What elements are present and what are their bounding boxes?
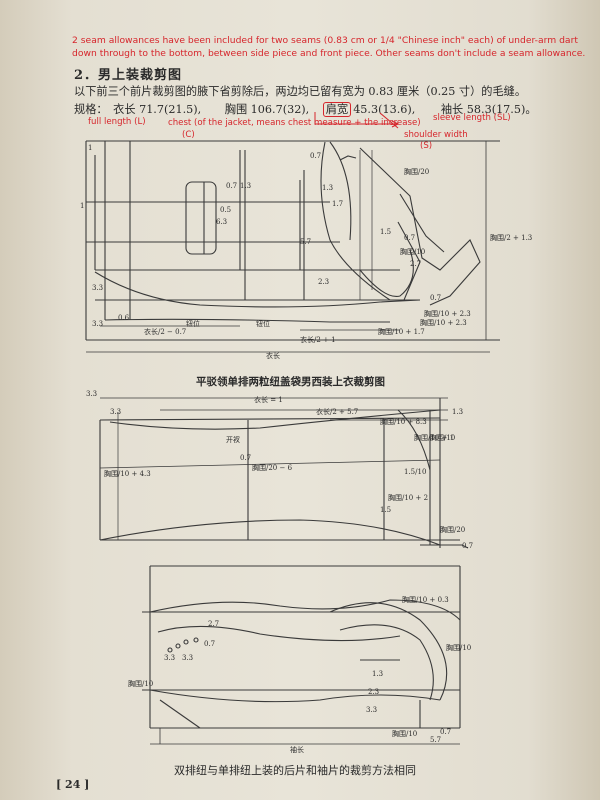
annotation-chest: chest (of the jacket, means chest measur… — [168, 118, 421, 128]
d2-label-12: 胸围/10 + 1 — [414, 433, 454, 442]
d1-label-1: 钮位 — [186, 319, 200, 328]
d1-label-9: 1 — [88, 144, 92, 152]
d1-label-23: 0.7 — [430, 294, 441, 302]
spec-shoulder-label: 肩宽 — [322, 102, 352, 117]
d1-label-5: 胸围/10 + 1.7 — [378, 327, 425, 336]
d3-label-3: 3.3 — [182, 654, 193, 662]
d1-label-8: 1 — [80, 202, 84, 210]
d1-label-26: 6.3 — [216, 218, 227, 226]
d1-label-13: 0.7 — [226, 182, 237, 190]
d2-label-13: 胸围/10 — [430, 433, 455, 442]
d1-label-27: 1.7 — [332, 200, 343, 208]
d2-label-14: 胸围/20 — [440, 525, 465, 534]
d2-label-2: 胸围/10 + 8.3 — [380, 417, 427, 426]
d2-label-9: 胸围/20 − 6 — [252, 463, 293, 472]
d2-label-3: 3.3 — [86, 390, 97, 398]
annotation-chest-short: (C) — [182, 130, 195, 140]
d2-label-5: 开衩 — [226, 435, 240, 444]
d1-label-17: 5.7 — [300, 238, 311, 246]
section-title: 2．男上装裁剪图 — [74, 68, 183, 83]
d1-label-22: 2.7 — [410, 260, 421, 268]
d1-label-14: 1.3 — [240, 182, 251, 190]
d1-label-7: 胸围/10 + 2.3 — [424, 309, 471, 318]
d1-label-24: 胸围/2 + 1.3 — [490, 233, 532, 242]
d1-label-6: 胸围/10 + 2.3 — [420, 318, 467, 327]
d2-label-10: 胸围/10 + 2 — [388, 493, 428, 502]
d2-label-11: 1.5/10 — [404, 468, 426, 476]
d1-label-25: 1.5 — [380, 228, 391, 236]
annotation-full-length: full length (L) — [88, 117, 146, 127]
d3-label-4: 胸围/10 — [128, 679, 153, 688]
d2-label-15: 0.7 — [462, 542, 473, 550]
d3-label-12: 0.7 — [440, 728, 451, 736]
d1-label-21: 0.7 — [404, 234, 415, 242]
d2-label-0: 衣长 = 1 — [254, 395, 283, 404]
d1-label-16: 2.3 — [318, 278, 329, 286]
d3-label-1: 2.7 — [208, 620, 219, 628]
spec-label: 规格： — [74, 103, 108, 116]
d1-label-20: 胸围/10 — [400, 247, 425, 256]
d1-label-3: 衣长/2 + 1 — [300, 335, 336, 344]
d1-label-11: 3.3 — [92, 284, 103, 292]
spec-length: 衣长 71.7(21.5), — [113, 103, 202, 116]
annotation-shoulder-width: shoulder width — [404, 130, 468, 140]
d3-label-10: 胸围/10 — [392, 729, 417, 738]
d3-label-7: 2.3 — [368, 688, 379, 696]
d1-label-12: 3.3 — [92, 320, 103, 328]
d2-label-1: 衣长/2 + 5.7 — [316, 407, 358, 416]
d1-label-2: 钮位 — [256, 319, 270, 328]
d1-label-10: 0.6 — [118, 314, 130, 322]
d3-label-6: 1.3 — [372, 670, 383, 678]
d3-label-0: 胸围/10 + 0.3 — [402, 595, 449, 604]
diagram1-caption: 平驳领单排两粒纽盖袋男西装上衣裁剪图 — [196, 376, 385, 388]
d2-label-8: 胸围/10 + 4.3 — [104, 469, 151, 478]
d3-label-13: 胸围/10 — [446, 643, 471, 652]
d2-label-6: 0.7 — [240, 454, 251, 462]
intro-text: 以下前三个前片裁剪图的腋下省剪除后，两边均已留有宽为 0.83 厘米（0.25 … — [74, 85, 527, 98]
annotation-sleeve-length: sleeve length (SL) — [433, 113, 511, 123]
d3-label-8: 3.3 — [366, 706, 377, 714]
annotation-shoulder-short: (S) — [420, 141, 433, 151]
d3-label-11: 5.7 — [430, 736, 441, 744]
diagram3-caption: 双排纽与单排纽上装的后片和袖片的裁剪方法相同 — [174, 764, 416, 777]
d1-label-4: 衣长 — [266, 351, 280, 360]
d3-label-5: 0.7 — [204, 640, 215, 648]
translator-note: 2 seam allowances have been included for… — [72, 35, 586, 59]
d2-label-7: 1.3 — [452, 408, 463, 416]
spec-sleeve: 袖长 58.3(17.5)。 — [440, 103, 537, 116]
d2-label-16: 1.5 — [380, 506, 391, 514]
d1-label-28: 1.3 — [322, 184, 333, 192]
d2-label-4: 3.3 — [110, 408, 121, 416]
d3-label-9: 袖长 — [290, 745, 304, 754]
d1-label-19: 胸围/20 — [404, 167, 429, 176]
d1-label-18: 0.7 — [310, 152, 321, 160]
d1-label-0: 衣长/2 − 0.7 — [144, 327, 186, 336]
spec-shoulder-value: 45.3(13.6), — [353, 103, 416, 116]
page-number: [ 24 ] — [56, 778, 90, 791]
spec-chest: 胸围 106.7(32), — [224, 103, 310, 116]
d3-label-2: 3.3 — [164, 654, 175, 662]
d1-label-15: 0.5 — [220, 206, 231, 214]
